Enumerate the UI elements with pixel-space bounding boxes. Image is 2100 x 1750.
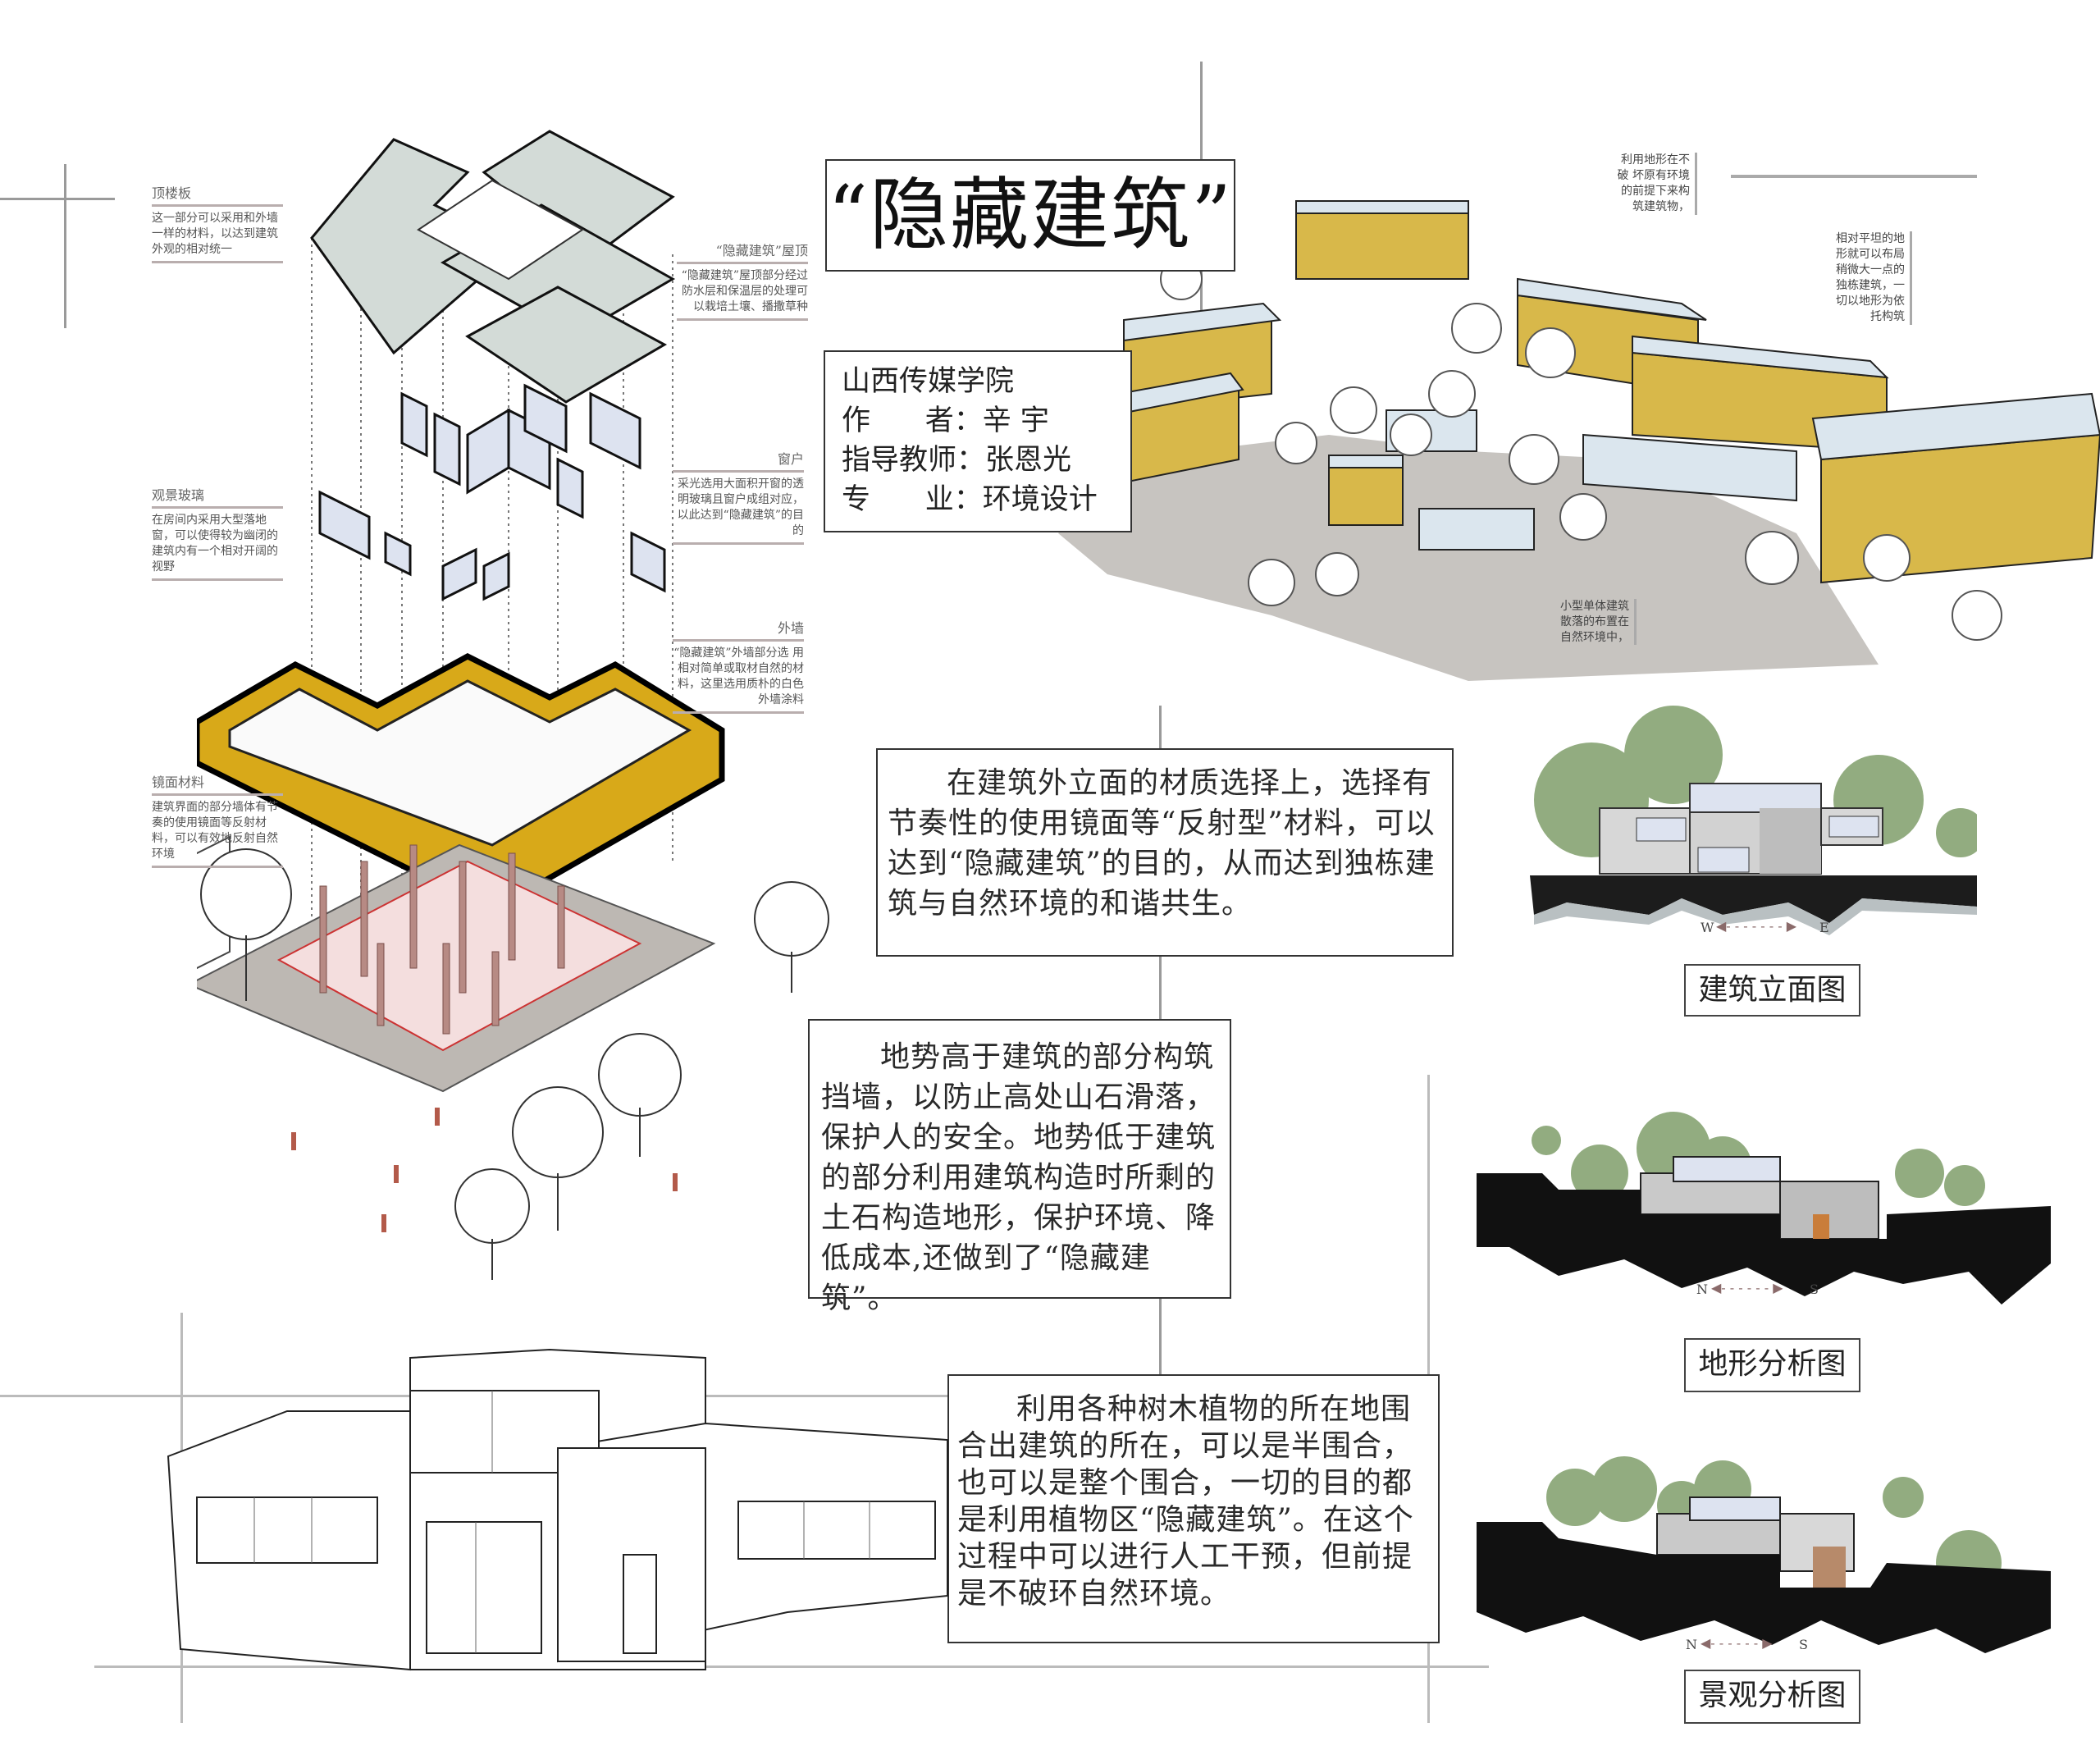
terrain-analysis-drawing bbox=[1477, 1112, 2051, 1305]
major-label: 专 业： bbox=[842, 483, 983, 516]
grid-line bbox=[0, 198, 115, 200]
direction-east: E bbox=[1819, 920, 1829, 935]
author-label: 作 者： bbox=[842, 404, 983, 437]
major-name: 环境设计 bbox=[982, 483, 1098, 516]
direction-arrow: ◀- - - - - - - ▶ bbox=[1716, 918, 1797, 934]
direction-north: N bbox=[1696, 1282, 1708, 1297]
site-note-flat: 相对平坦的地形就可以布局稍微大一点的独栋建筑，一切以地形为依托构筑 bbox=[1826, 231, 1912, 325]
plant-enclosure-text: 利用各种树木植物的所在地围合出建筑的所在，可以是半围合，也可以是整个围合，一切的… bbox=[947, 1374, 1440, 1643]
direction-arrow: ◀- - - - - - ▶ bbox=[1701, 1635, 1773, 1651]
building bbox=[1074, 200, 2100, 584]
caption-terrain-analysis: 地形分析图 bbox=[1684, 1338, 1860, 1392]
note-window: 窗户 采光选用大面积开窗的透明玻璃且窗户成组对应，以此达到“隐藏建筑”的目的 bbox=[673, 451, 804, 545]
note-roof: “隐藏建筑”屋顶 “隐藏建筑”屋顶部分经过防水层和保温层的处理可以栽培土壤、播撒… bbox=[677, 243, 808, 321]
direction-north: N bbox=[1686, 1637, 1697, 1652]
grid-line bbox=[64, 164, 66, 328]
note-mirror-material: 镜面材料 建筑界面的部分墙体有节奏的使用镜面等反射材料，可以有效地反射自然环境 bbox=[152, 774, 283, 868]
grid-line bbox=[1731, 175, 1977, 178]
advisor-name: 张恩光 bbox=[985, 444, 1072, 477]
note-roof-slab: 顶楼板 这一部分可以采用和外墙一样的材料，以达到建筑外观的相对统一 bbox=[152, 185, 283, 263]
site-note-terrain: 利用地形在不破 坏原有环境的前提下来构筑建筑物， bbox=[1611, 153, 1697, 215]
author-info-box: 山西传媒学院 作 者：辛 宇 指导教师：张恩光 专 业：环境设计 bbox=[824, 350, 1132, 532]
tree bbox=[200, 848, 829, 1280]
note-exterior-wall: 外墙 “隐藏建筑”外墙部分选 用相对简单或取材自然的材料，这里选用质朴的白色外墙… bbox=[673, 620, 804, 714]
building-line-drawing bbox=[167, 1348, 948, 1671]
direction-south: S bbox=[1810, 1282, 1819, 1297]
caption-landscape-analysis: 景观分析图 bbox=[1684, 1670, 1860, 1724]
direction-arrow: ◀- - - - - - ▶ bbox=[1711, 1280, 1783, 1295]
retaining-wall-text: 地势高于建筑的部分构筑挡墙，以防止高处山石滑落，保护人的安全。地势低于建筑的部分… bbox=[808, 1019, 1231, 1315]
elevation-drawing bbox=[1530, 706, 1977, 935]
author-name: 辛 宇 bbox=[982, 404, 1049, 437]
direction-west: W bbox=[1701, 920, 1714, 935]
school-name: 山西传媒学院 bbox=[842, 365, 1015, 398]
site-perspective-rendering bbox=[1058, 200, 2100, 681]
page-title: “隐藏建筑” bbox=[825, 159, 1235, 272]
note-view-glass: 观景玻璃 在房间内采用大型落地窗，可以使得较为幽闭的建筑内有一个相对开阔的视野 bbox=[152, 487, 283, 581]
exploded-axonometric-diagram bbox=[197, 130, 829, 1280]
roof-slab bbox=[310, 130, 676, 404]
landscape-analysis-drawing bbox=[1477, 1456, 2051, 1653]
facade-material-text: 在建筑外立面的材质选择上，选择有节奏性的使用镜面等“反射型”材料，可以达到“隐藏… bbox=[876, 748, 1454, 957]
grid-line bbox=[94, 1665, 1489, 1668]
advisor-label: 指导教师： bbox=[842, 444, 986, 477]
site-note-small: 小型单体建筑散落的布置在自然环境中，使其不引人注目， bbox=[1550, 599, 1637, 645]
tree bbox=[1160, 258, 2002, 641]
direction-south: S bbox=[1799, 1637, 1808, 1652]
caption-elevation: 建筑立面图 bbox=[1684, 964, 1860, 1017]
